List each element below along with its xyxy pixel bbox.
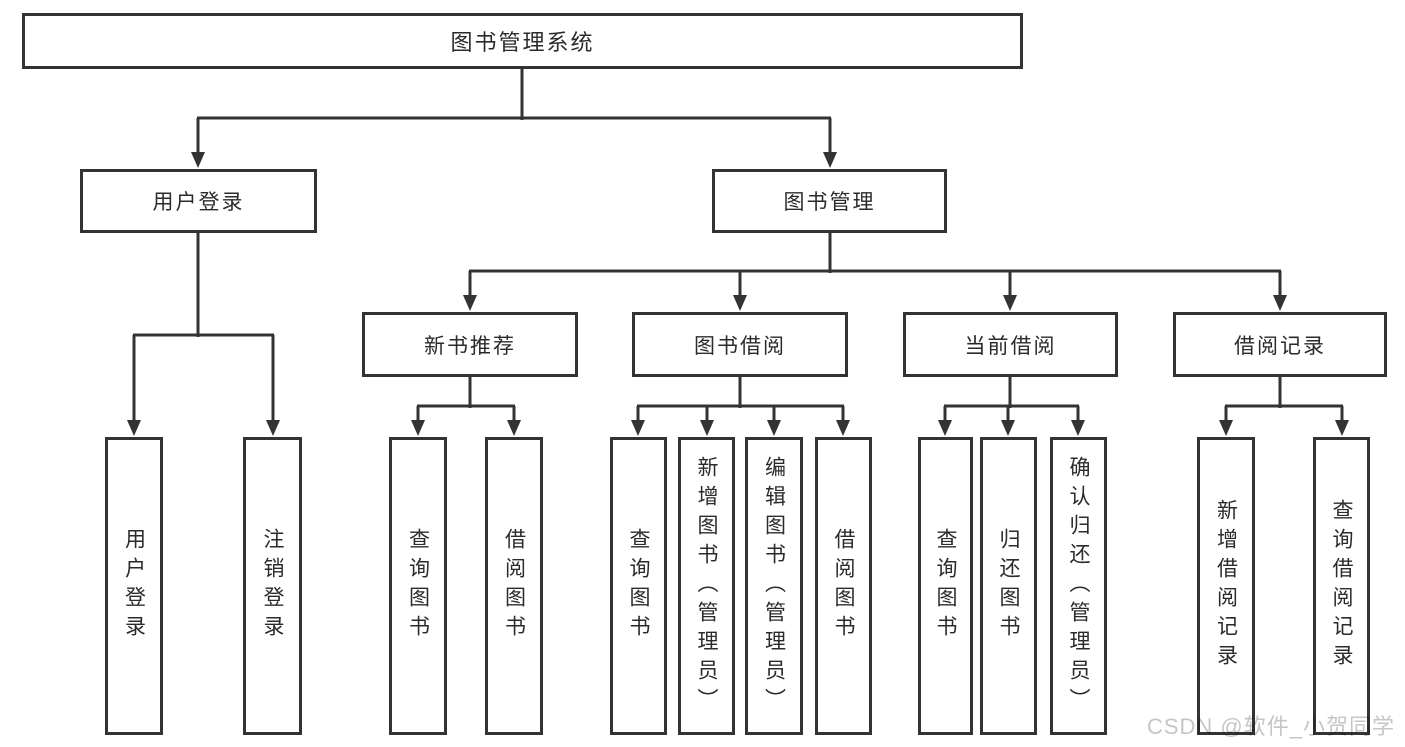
node-current-borrowing: 当前借阅 <box>903 312 1118 377</box>
node-library-system: 图书管理系统 <box>22 13 1023 69</box>
leaf-query-books-borrowing: 查询图书 <box>610 437 667 735</box>
leaf-query-books-newbook: 查询图书 <box>389 437 447 735</box>
leaf-logout: 注销登录 <box>243 437 302 735</box>
leaf-query-books-current: 查询图书 <box>918 437 973 735</box>
csdn-watermark: CSDN @软件_小贺同学 <box>1146 714 1395 739</box>
node-new-book-recommend: 新书推荐 <box>362 312 578 377</box>
node-borrow-records: 借阅记录 <box>1173 312 1387 377</box>
node-book-borrowing: 图书借阅 <box>632 312 848 377</box>
leaf-query-borrow-record: 查询借阅记录 <box>1313 437 1370 735</box>
node-user-login: 用户登录 <box>80 169 317 233</box>
node-book-management: 图书管理 <box>712 169 947 233</box>
leaf-borrow-books-borrowing: 借阅图书 <box>815 437 872 735</box>
leaf-add-book-admin: 新增图书（管理员） <box>678 437 735 735</box>
leaf-return-books: 归还图书 <box>980 437 1037 735</box>
leaf-edit-book-admin: 编辑图书（管理员） <box>745 437 803 735</box>
leaf-user-login: 用户登录 <box>105 437 163 735</box>
leaf-confirm-return-admin: 确认归还（管理员） <box>1050 437 1107 735</box>
leaf-add-borrow-record: 新增借阅记录 <box>1197 437 1255 735</box>
leaf-borrow-books-newbook: 借阅图书 <box>485 437 543 735</box>
